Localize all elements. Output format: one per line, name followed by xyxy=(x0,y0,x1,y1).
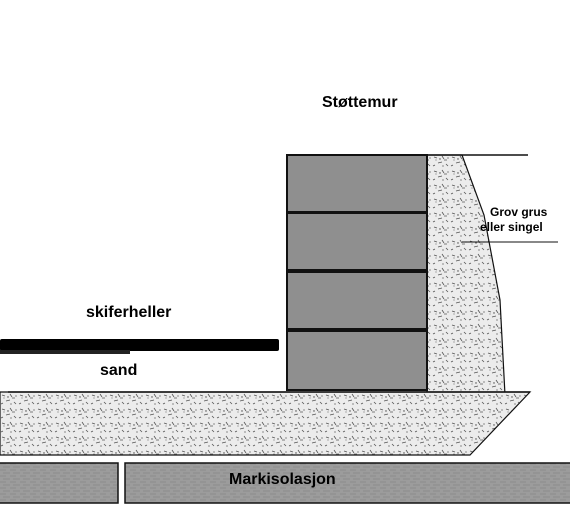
insulation-label: Markisolasjon xyxy=(229,471,336,488)
slate-tiles-label: skiferheller xyxy=(86,304,172,321)
wall-block xyxy=(286,154,428,213)
wall-title-label: Støttemur xyxy=(322,94,398,111)
insulation-board-left xyxy=(0,462,119,504)
gravel-label-line1: Grov grus xyxy=(490,205,548,219)
slate-tiles xyxy=(0,339,279,351)
insulation-board-right xyxy=(124,462,570,504)
gravel-backfill xyxy=(426,154,506,396)
wall-block xyxy=(286,271,428,330)
sand-base-layer xyxy=(0,391,532,456)
sand-label: sand xyxy=(100,362,138,379)
wall-block xyxy=(286,330,428,391)
slate-tiles-edge xyxy=(0,350,130,354)
wall-block xyxy=(286,212,428,271)
gravel-label-line2: eller singel xyxy=(480,220,543,234)
